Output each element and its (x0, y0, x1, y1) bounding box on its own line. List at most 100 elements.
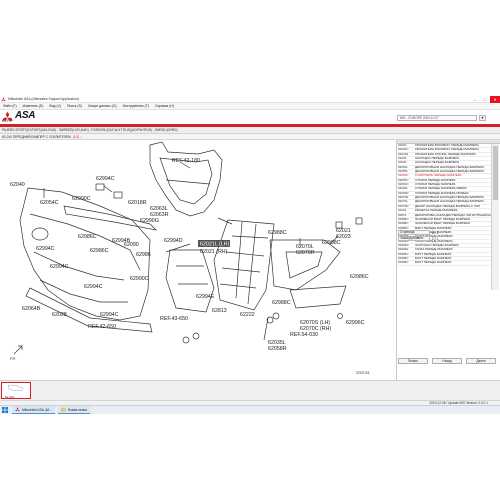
ref-62994E[interactable]: 62994E (196, 294, 215, 300)
ref-62021L-highlighted[interactable]: 62021L (LH) (200, 242, 229, 248)
ref-62986[interactable]: 62986 (136, 252, 151, 258)
highlighted-part-box (198, 240, 230, 247)
ref-62994C-b[interactable]: 62994C (36, 246, 55, 252)
ref-62054C[interactable]: 62054C (40, 200, 59, 206)
ref-43-650[interactable]: REF.43-650 (160, 316, 188, 322)
maximize-button[interactable]: □ (483, 96, 487, 102)
back-button[interactable]: Назад (432, 358, 462, 364)
part-description: СТОЙКИ ПЕРЕДН БАМПЕРА,ЛЕВАЯ (415, 187, 467, 191)
diagram-thumbnail[interactable]: 62-010 (1, 382, 31, 399)
ref-62023[interactable]: 62023 (336, 234, 351, 240)
ref-62990C-a[interactable]: 62990C (72, 196, 91, 202)
ref-62994C-c[interactable]: 62994C (50, 264, 69, 270)
ref-62222[interactable]: 62222 (240, 312, 255, 318)
menu-view[interactable]: Вид (V) (49, 104, 61, 108)
ref-62070S[interactable]: 62070S (LH) (300, 320, 330, 326)
ref-62988C-a[interactable]: 62988C (268, 230, 287, 236)
ref-62040[interactable]: 62040 (10, 182, 25, 188)
next-button[interactable]: Далее (466, 358, 496, 364)
parts-scrollbar[interactable] (491, 144, 499, 290)
part-description: ДЕКОРАТИВНАЯ НАКЛАДКА ПЕРЕДН БАМПЕРА (415, 200, 484, 204)
ref-62813[interactable]: 62813 (212, 308, 227, 314)
ref-62058R[interactable]: 62058R (268, 346, 287, 352)
ref-62986C-b[interactable]: 62986C (90, 248, 109, 254)
minimize-button[interactable]: – (473, 96, 477, 102)
fr-label: FR (10, 356, 15, 361)
ref-62986C-c[interactable]: 62986C (350, 274, 369, 280)
ref-62070R[interactable]: 62070R (296, 250, 315, 256)
ref-54-030[interactable]: REF.54-030 (290, 332, 318, 338)
catalog-select[interactable]: MIX - EUROPE 2024.10.07 (397, 115, 477, 121)
menu-edit[interactable]: Изменить (E) (22, 104, 44, 108)
close-button[interactable]: ✕ (490, 95, 500, 103)
ref-62035L[interactable]: 62035L (268, 340, 286, 346)
menu-file[interactable]: Файл (F) (3, 104, 17, 108)
windows-start-icon[interactable] (1, 406, 9, 414)
menu-help[interactable]: Справка (H) (155, 104, 174, 108)
ref-62994C-d[interactable]: 62994C (84, 284, 103, 290)
ref-62988C-b[interactable]: 62988C (272, 300, 291, 306)
ref-62063L[interactable]: 62063L (150, 206, 168, 212)
ref-62063R[interactable]: 62063R (150, 212, 169, 218)
ref-62090[interactable]: 62090 (124, 242, 139, 248)
ref-62990C-b[interactable]: 62990C (130, 276, 149, 282)
ref-62986C-a[interactable]: 62986C (78, 234, 97, 240)
ref-62994D[interactable]: 62994D (164, 238, 183, 244)
menu-tools[interactable]: Инструменты (T) (122, 104, 149, 108)
ref-62070C[interactable]: 62070C (RH) (300, 326, 331, 332)
ref-62994C-a[interactable]: 62994C (96, 176, 115, 182)
parts-scrollbar-thumb[interactable] (493, 146, 498, 200)
menu-data-options[interactable]: Опции данных (O) (87, 104, 117, 108)
ref-62070L[interactable]: 62070L (296, 244, 314, 250)
catalog-dropdown-button[interactable]: ▾ (479, 115, 486, 121)
taskbar-app-folder[interactable]: Новая папка (57, 406, 90, 414)
drawing-number: 200743 (356, 370, 370, 375)
part-description: СТОЙКИ ПЕРЕДН БАМПЕРА (415, 178, 456, 182)
ref-62018R[interactable]: 62018R (128, 200, 147, 206)
taskbar-app-asa[interactable]: Mitsubishi ASA (Af... (12, 406, 55, 414)
ref-62990G[interactable]: 62990G (140, 218, 159, 224)
page-label[interactable]: Страница (398, 230, 430, 235)
ref-42-180[interactable]: REF.42-180 (172, 158, 200, 164)
ref-42-650[interactable]: REF.42-650 (88, 324, 116, 330)
ref-62998C[interactable]: 62998C (322, 240, 341, 246)
ref-62064B[interactable]: 62064B (22, 306, 41, 312)
ref-62994B[interactable]: 62994B (112, 238, 131, 244)
ref-62021-rh[interactable]: 62021 (RH) (200, 249, 228, 255)
ref-62021[interactable]: 62021 (336, 228, 351, 234)
ref-62994C-e[interactable]: 62994C (100, 312, 119, 318)
order-label[interactable]: Заказ/Добавить (398, 236, 430, 241)
ref-62028[interactable]: 62028 (52, 312, 67, 318)
ref-62996C[interactable]: 62996C (346, 320, 365, 326)
print-button[interactable]: Печать (398, 358, 428, 364)
menu-search[interactable]: Поиск (S) (66, 104, 82, 108)
parts-diagram[interactable]: 62040 62994C 62054C 62990C 62018R 62063L… (0, 140, 395, 380)
